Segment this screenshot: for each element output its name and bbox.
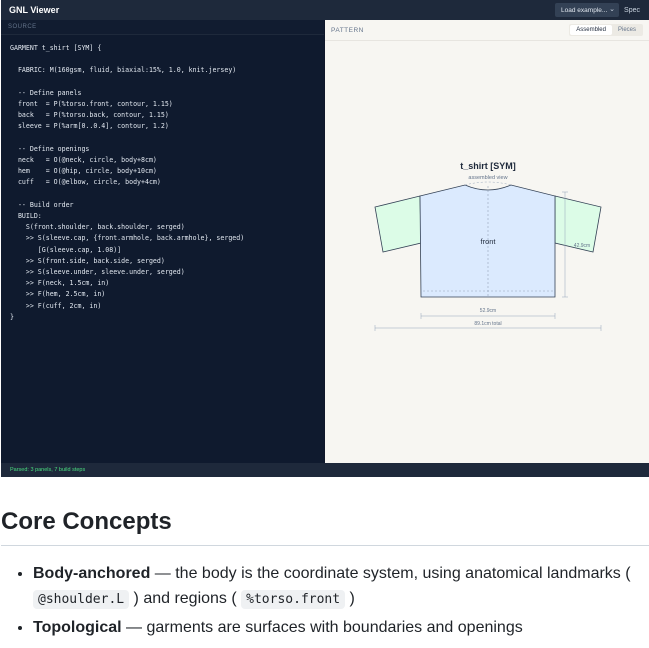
app-title: GNL Viewer — [9, 5, 60, 15]
concept-text: — the body is the coordinate system, usi… — [150, 565, 631, 582]
status-bar: Parsed: 3 panels, 7 build steps — [1, 463, 649, 477]
concept-term: Body-anchored — [33, 565, 151, 582]
load-example-select[interactable]: Load example... ⌄ — [555, 3, 620, 17]
source-header: SOURCE — [1, 20, 324, 35]
body-width-label: 52.9cm — [480, 308, 496, 314]
panel-label: front — [480, 237, 496, 246]
concept-text: ) — [345, 590, 355, 607]
pattern-pane: PATTERN Assembled Pieces t_shirt [SYM] a… — [325, 20, 649, 463]
chevron-down-icon: ⌄ — [609, 6, 616, 13]
concept-text: — garments are surfaces with boundaries … — [121, 619, 523, 636]
sleeve-measure-label: 42.9cm — [574, 243, 590, 249]
front-panel — [419, 184, 556, 298]
garment-canvas: t_shirt [SYM] assembled view front 42.9c… — [374, 161, 602, 331]
concepts-list: Body-anchored — the body is the coordina… — [0, 561, 643, 643]
gnl-viewer-app: GNL Viewer Load example... ⌄ Spec SOURCE… — [1, 0, 649, 477]
assembled-view-button[interactable]: Assembled — [570, 25, 612, 35]
heading-divider — [1, 545, 649, 546]
spec-link[interactable]: Spec — [624, 6, 640, 14]
load-example-label: Load example... — [561, 6, 608, 14]
source-pane: SOURCE GARMENT t_shirt [SYM] { FABRIC: M… — [1, 20, 324, 463]
source-editor[interactable]: GARMENT t_shirt [SYM] { FABRIC: M(160gsm… — [10, 44, 245, 321]
inline-code: @shoulder.L — [33, 590, 130, 609]
pieces-view-button[interactable]: Pieces — [617, 27, 636, 33]
list-item: Topological — garments are surfaces with… — [33, 615, 643, 640]
left-sleeve — [374, 195, 422, 253]
section-heading: Core Concepts — [1, 508, 172, 535]
status-text: Parsed: 3 panels, 7 build steps — [10, 467, 86, 473]
pattern-header: PATTERN Assembled Pieces — [325, 20, 649, 41]
neck-line — [464, 181, 512, 186]
garment-title: t_shirt [SYM] — [460, 161, 516, 171]
total-width-label: 89.1cm total — [474, 321, 501, 327]
inline-code: %torso.front — [241, 590, 346, 609]
concept-text: ) and regions ( — [129, 590, 242, 607]
top-bar: GNL Viewer Load example... ⌄ Spec — [1, 0, 649, 20]
list-item: Body-anchored — the body is the coordina… — [33, 561, 643, 612]
pattern-header-title: PATTERN — [331, 26, 364, 34]
garment-subtitle: assembled view — [468, 175, 507, 181]
view-toggle: Assembled Pieces — [569, 24, 643, 36]
concept-term: Topological — [33, 619, 122, 636]
